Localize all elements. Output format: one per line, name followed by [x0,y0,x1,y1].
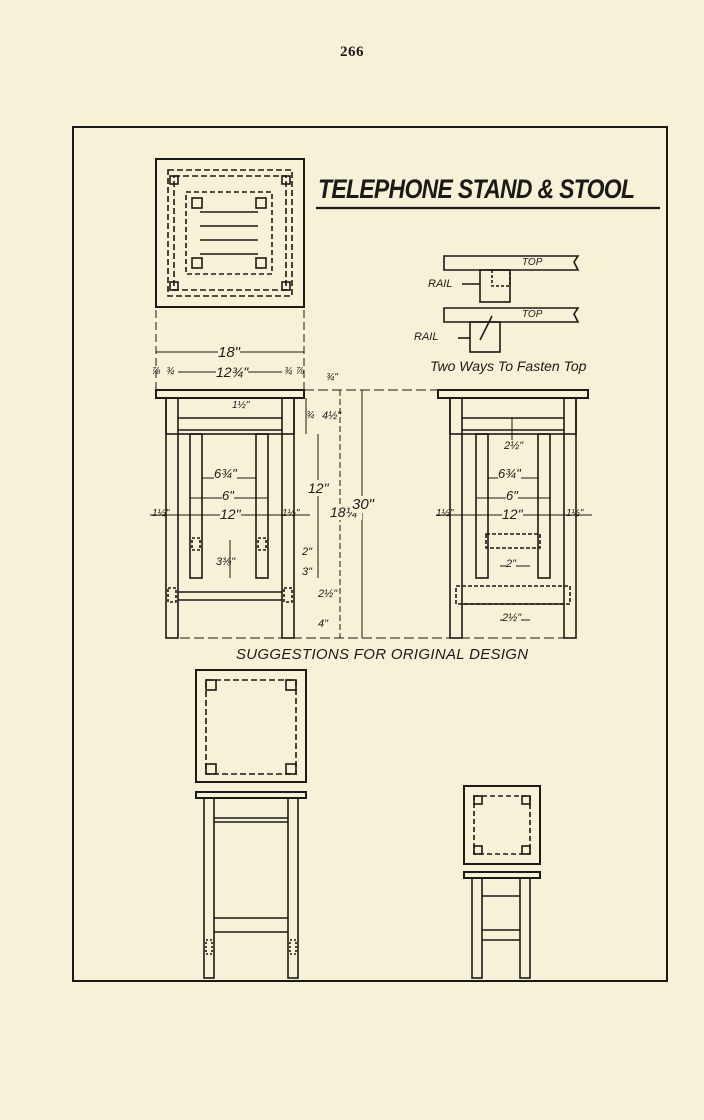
side-dim-slat: 2" [506,558,517,570]
dim-foot: 4" [318,618,329,630]
front-elevation [155,389,305,639]
drawing-title: TELEPHONE STAND & STOOL [318,174,635,204]
front-dimension-lines [150,351,570,639]
side-dim-top-gap: 2½" [504,440,524,452]
dim-overhang-right: ⅞ [296,366,305,377]
side-dim-lower: 2½" [502,612,522,624]
joint-1-top-label: TOP [522,257,543,268]
top-plan-view [155,158,305,308]
dim-top-width: 18" [218,344,241,361]
side-dim-leg-width-right: 1½" [566,508,584,519]
dim-rail-top: 4½" [322,410,342,422]
suggestions-caption: SUGGESTIONS FOR ORIGINAL DESIGN [236,646,529,663]
dim-inner-width: 12¾" [216,364,249,380]
dim-mid-height: 12" [308,480,329,496]
dim-overhang-left: ⅞ [152,366,161,377]
joint-2-top-label: TOP [522,309,543,320]
side-dim-shelf-span: 6¾" [498,466,521,481]
dim-leg-to-leg: 6" [222,488,234,503]
dim-leg-right: ¾ [284,366,293,377]
dim-slat: 2" [302,546,313,558]
drawing-plate [72,126,668,982]
dim-top-thickness: ¾" [326,372,338,383]
dim-spacing: 3" [302,566,313,578]
dim-drop: 3⅜" [216,556,236,568]
dim-leg-width-right: 1½" [282,508,300,519]
side-dim-leg-width-left: 1½" [436,508,454,519]
page-number: 266 [340,44,364,60]
suggestion-stand [195,669,307,979]
dim-shelf-span: 6¾" [214,466,237,481]
joint-caption: Two Ways To Fasten Top [430,358,587,374]
side-dim-leg-to-leg: 6" [506,488,518,503]
suggestion-stool [463,785,541,979]
joint-detail-1 [443,255,580,303]
dim-leg-left: ¾ [166,366,175,377]
joint-1-rail-label: RAIL [428,278,453,290]
dim-outer-span: 12" [220,506,241,522]
side-dim-outer-span: 12" [502,506,523,522]
dim-lower: 2½" [318,588,338,600]
side-elevation [437,389,589,639]
dim-total-height: 30" [352,496,375,513]
joint-detail-2 [443,307,580,353]
dim-leg-width-left: 1½" [152,508,170,519]
joint-2-rail-label: RAIL [414,331,439,343]
dim-apron: ¾ [306,410,315,421]
dim-top-gap: 1½" [232,400,250,411]
